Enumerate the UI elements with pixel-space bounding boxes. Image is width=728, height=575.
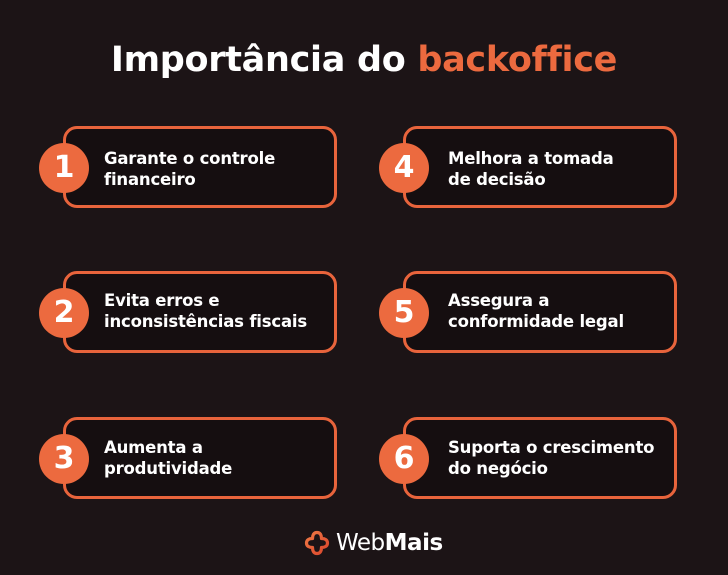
item-card-2	[63, 271, 337, 353]
item-text-line: financeiro	[104, 170, 196, 189]
item-text-line: Suporta o crescimento	[448, 438, 655, 457]
logo-word-mais: Mais	[384, 530, 443, 556]
item-number-badge-1: 1	[39, 143, 89, 193]
item-text-line: de decisão	[448, 170, 546, 189]
item-text-line: Garante o controle	[104, 149, 276, 168]
item-text-line: produtividade	[104, 459, 233, 478]
item-number-badge-3: 3	[39, 434, 89, 484]
logo-word-web: Web	[336, 530, 385, 556]
item-text-6: Suporta o crescimento do negócio	[448, 437, 673, 479]
item-card-4	[403, 126, 677, 208]
item-text-line: inconsistências fiscais	[104, 312, 307, 331]
webmais-logo: WebMais	[303, 528, 443, 558]
item-number-badge-2: 2	[39, 288, 89, 338]
logo-wordmark: WebMais	[336, 530, 443, 556]
webmais-logo-icon	[304, 530, 330, 556]
item-text-line: Assegura a	[448, 291, 550, 310]
item-text-5: Assegura a conformidade legal	[448, 290, 673, 332]
item-number-badge-4: 4	[379, 143, 429, 193]
item-card-1	[63, 126, 337, 208]
item-number-badge-6: 6	[379, 434, 429, 484]
item-text-2: Evita erros e inconsistências fiscais	[104, 290, 329, 332]
item-card-6	[403, 417, 677, 499]
title-accent: backoffice	[417, 40, 618, 80]
item-text-line: Evita erros e	[104, 291, 220, 310]
item-card-3	[63, 417, 337, 499]
item-text-3: Aumenta a produtividade	[104, 437, 329, 479]
item-text-line: Melhora a tomada	[448, 149, 614, 168]
title-prefix: Importância do	[110, 40, 418, 80]
item-text-line: do negócio	[448, 459, 548, 478]
item-text-line: Aumenta a	[104, 438, 203, 457]
page-title: Importância do backoffice	[0, 40, 728, 80]
item-text-4: Melhora a tomada de decisão	[448, 148, 673, 190]
item-text-line: conformidade legal	[448, 312, 624, 331]
item-text-1: Garante o controle financeiro	[104, 148, 329, 190]
item-number-badge-5: 5	[379, 288, 429, 338]
